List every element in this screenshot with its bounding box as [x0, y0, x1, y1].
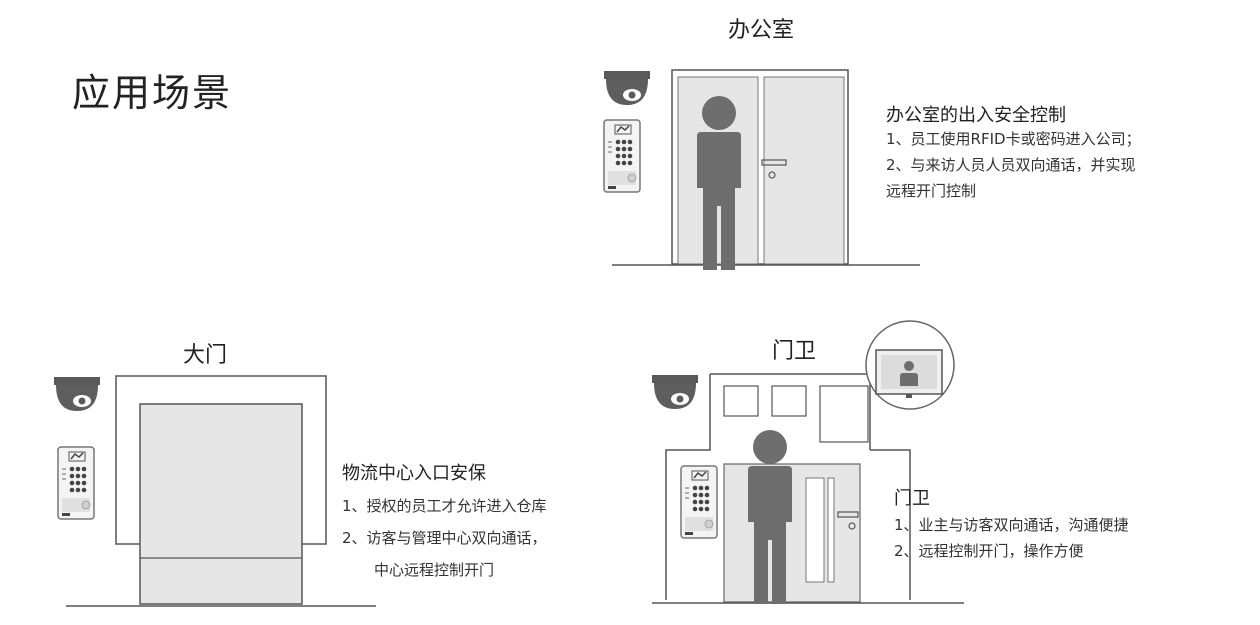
office-door-right — [763, 76, 845, 265]
office-desc-line: 2、与来访人员人员双向通话，并实现 — [886, 156, 1136, 174]
camera-icon — [54, 377, 100, 411]
gate-desc-title: 物流中心入口安保 — [342, 463, 486, 484]
gate-door — [139, 403, 303, 605]
office-scene — [603, 69, 920, 270]
gate-desc-line: 中心远程控制开门 — [374, 561, 495, 579]
keypad-icon — [57, 446, 95, 520]
guard-door — [723, 463, 861, 603]
monitor-icon — [865, 320, 955, 410]
guard-scene — [652, 320, 964, 604]
guard-scene-label: 门卫 — [772, 339, 817, 364]
office-desc: 1、员工使用RFID卡或密码进入公司； 2、与来访人员人员双向通话，并实现 远程… — [886, 126, 1141, 204]
gate-scene-label: 大门 — [183, 343, 228, 368]
keypad-icon — [603, 119, 641, 193]
gate-desc: 1、授权的员工才允许进入仓库 2、访客与管理中心双向通话， 中心远程控制开门 — [342, 490, 547, 586]
gate-desc-line: 1、授权的员工才允许进入仓库 — [342, 497, 547, 515]
office-desc-line: 远程开门控制 — [886, 182, 977, 200]
office-desc-line: 1、员工使用RFID卡或密码进入公司； — [886, 130, 1141, 148]
guard-desc-line: 2、远程控制开门，操作方便 — [894, 542, 1084, 560]
office-desc-title: 办公室的出入安全控制 — [886, 105, 1066, 126]
gate-scene — [54, 375, 376, 607]
keypad-icon — [680, 465, 718, 539]
gate-desc-line: 2、访客与管理中心双向通话， — [342, 529, 547, 547]
camera-icon — [604, 71, 650, 105]
office-scene-label: 办公室 — [728, 18, 795, 43]
page-title: 应用场景 — [72, 71, 233, 115]
guard-desc: 1、业主与访客双向通话，沟通便捷 2、远程控制开门，操作方便 — [894, 512, 1129, 564]
guard-desc-line: 1、业主与访客双向通话，沟通便捷 — [894, 516, 1129, 534]
guard-desc-title: 门卫 — [894, 488, 930, 509]
camera-icon — [652, 375, 698, 409]
